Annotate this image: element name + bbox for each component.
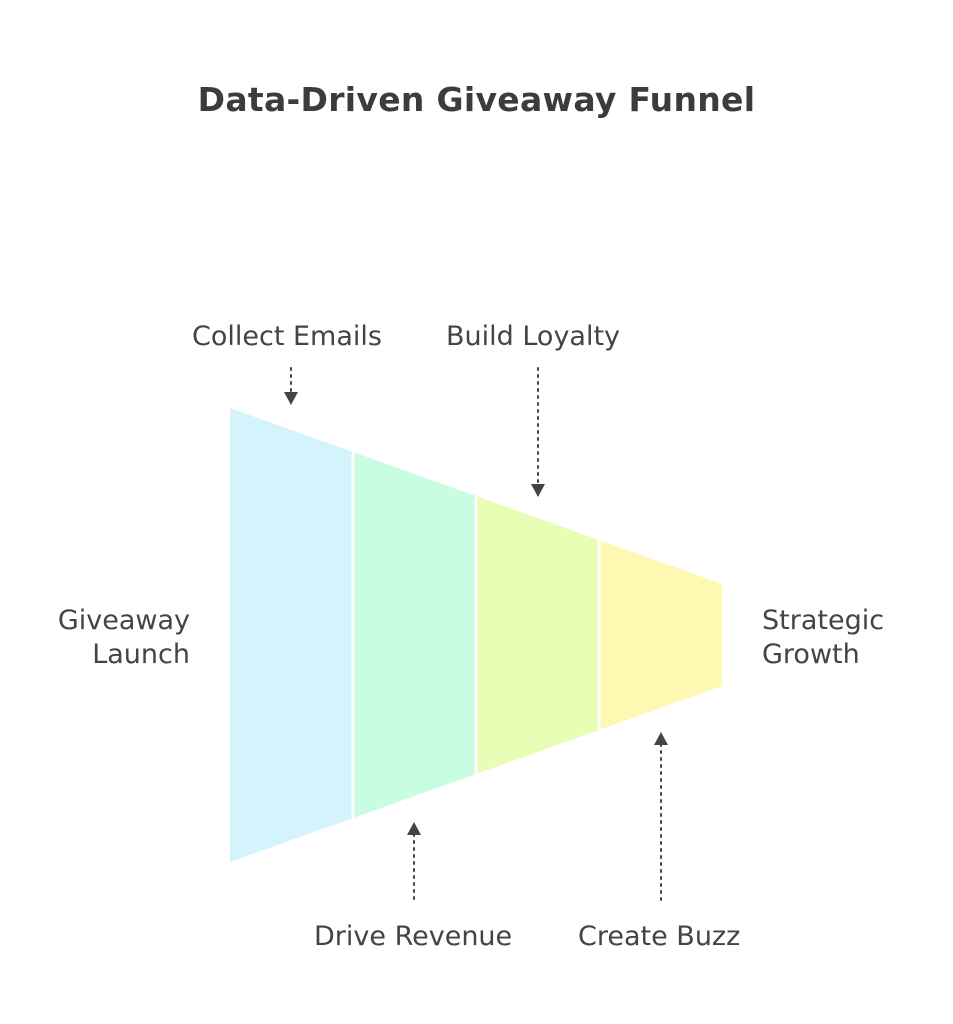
arrow-create-buzz bbox=[654, 732, 668, 903]
start-label-line2: Launch bbox=[92, 639, 190, 670]
end-label-line2: Growth bbox=[762, 639, 860, 670]
stage-label-collect-emails: Collect Emails bbox=[192, 321, 382, 352]
page-title: Data-Driven Giveaway Funnel bbox=[197, 80, 756, 119]
stage-label-create-buzz: Create Buzz bbox=[578, 921, 741, 952]
arrow-drive-revenue bbox=[407, 822, 421, 903]
funnel-stage-drive-revenue bbox=[353, 452, 476, 818]
funnel-stage-collect-emails bbox=[230, 408, 353, 862]
stage-label-build-loyalty: Build Loyalty bbox=[446, 321, 621, 352]
funnel-stage-build-loyalty bbox=[476, 496, 599, 774]
funnel-start-label: Giveaway Launch bbox=[30, 604, 190, 672]
stage-label-drive-revenue: Drive Revenue bbox=[314, 921, 513, 952]
arrow-collect-emails bbox=[284, 367, 298, 405]
arrow-build-loyalty bbox=[531, 367, 545, 497]
end-label-line1: Strategic bbox=[762, 605, 885, 636]
funnel-stage-create-buzz bbox=[599, 540, 722, 730]
funnel-end-label: Strategic Growth bbox=[762, 604, 932, 672]
start-label-line1: Giveaway bbox=[57, 605, 190, 636]
